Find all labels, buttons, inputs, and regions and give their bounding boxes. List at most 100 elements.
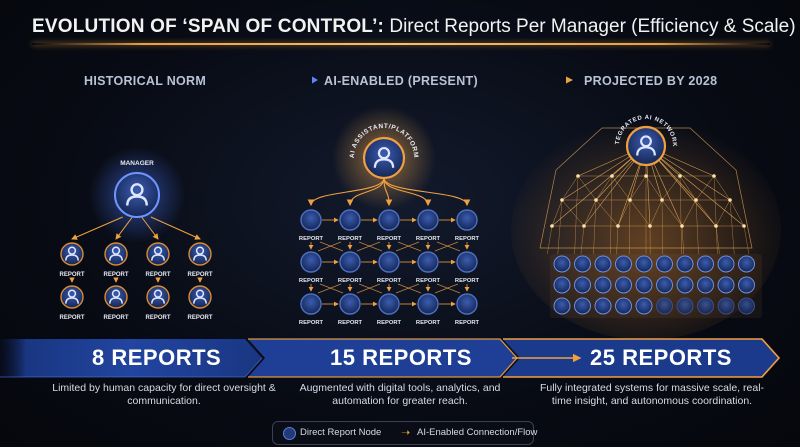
network-line xyxy=(681,225,685,255)
report-node xyxy=(378,251,400,273)
report-node xyxy=(417,251,439,273)
legend: Direct Report Node ➝ AI-Enabled Connecti… xyxy=(272,421,538,445)
report-label: REPORT xyxy=(416,278,441,284)
report-node xyxy=(456,293,478,315)
report-node xyxy=(553,276,571,294)
network-junction xyxy=(582,224,586,228)
report-label: REPORT xyxy=(187,272,212,278)
network-line xyxy=(583,199,597,227)
connector-line xyxy=(434,241,459,252)
report-node xyxy=(717,297,735,315)
title-rest: Direct Reports Per Manager (Efficiency &… xyxy=(384,16,796,37)
report-person-icon xyxy=(193,246,207,261)
report-node xyxy=(574,297,591,315)
network-line xyxy=(617,199,631,227)
connector-line xyxy=(358,241,383,252)
network-line xyxy=(715,199,731,227)
network-line xyxy=(561,199,585,227)
report-node xyxy=(717,276,735,294)
connector-line xyxy=(317,283,342,294)
network-line xyxy=(593,199,597,255)
network-junction xyxy=(594,198,598,202)
page-title: EVOLUTION OF ‘SPAN OF CONTROL’: Direct R… xyxy=(32,16,796,38)
connector-line xyxy=(397,283,422,294)
network-junction xyxy=(644,174,648,178)
connector-line xyxy=(436,283,461,294)
report-node xyxy=(656,255,673,273)
report-node xyxy=(300,293,322,315)
network-line xyxy=(729,199,745,227)
report-node xyxy=(615,276,632,294)
network-line xyxy=(729,199,735,255)
report-label: REPORT xyxy=(377,320,402,326)
band-edge-3 xyxy=(503,338,781,378)
network-line xyxy=(713,175,718,255)
report-label: REPORT xyxy=(338,236,363,242)
stage-3-description: Fully integrated systems for massive sca… xyxy=(539,382,765,407)
network-junction xyxy=(660,198,664,202)
network-line xyxy=(580,225,585,255)
report-node xyxy=(635,255,653,273)
network-junction xyxy=(742,224,746,228)
report-node xyxy=(300,251,322,273)
network-junction xyxy=(550,224,554,228)
report-label: REPORT xyxy=(455,236,480,242)
connector-line xyxy=(395,241,420,252)
report-node xyxy=(378,293,400,315)
network-line xyxy=(629,199,651,227)
report-label: REPORT xyxy=(338,278,363,284)
band-segment-3 xyxy=(503,339,779,377)
network-line xyxy=(679,175,697,201)
network-line xyxy=(551,145,647,227)
connector-arrow-icon xyxy=(150,216,201,240)
connector-arrow-icon xyxy=(383,177,393,207)
report-node xyxy=(656,276,673,294)
connector-line xyxy=(317,241,342,252)
network-line xyxy=(695,199,717,227)
network-line xyxy=(577,175,597,201)
connector-line xyxy=(397,241,422,252)
report-node xyxy=(635,276,653,294)
report-node xyxy=(553,255,571,273)
report-label: REPORT xyxy=(416,320,441,326)
report-node xyxy=(697,276,714,294)
report-label: REPORT xyxy=(377,236,402,242)
network-line xyxy=(661,175,681,201)
direct-report-node-icon xyxy=(283,427,296,440)
report-label: REPORT xyxy=(455,320,480,326)
report-node xyxy=(697,255,714,273)
connector-line xyxy=(356,241,381,252)
network-line xyxy=(561,175,579,201)
report-label: REPORT xyxy=(103,315,128,321)
network-line xyxy=(574,175,579,255)
report-node xyxy=(656,297,673,315)
legend-flow-label: AI-Enabled Connection/Flow xyxy=(417,427,538,438)
stage-2-description: Augmented with digital tools, analytics,… xyxy=(299,382,501,407)
network-line xyxy=(661,199,664,255)
network-junction xyxy=(694,198,698,202)
report-node xyxy=(635,297,653,315)
phase-ai-enabled-label: AI-ENABLED (PRESENT) xyxy=(324,74,478,88)
network-line xyxy=(547,225,553,255)
connector-line xyxy=(436,241,461,252)
report-label: REPORT xyxy=(59,315,84,321)
report-node xyxy=(339,293,361,315)
network-line xyxy=(595,199,619,227)
network-line xyxy=(679,175,682,255)
network-junction xyxy=(648,224,652,228)
report-node xyxy=(738,297,755,315)
report-person-icon xyxy=(109,289,123,304)
connector-line xyxy=(395,283,420,294)
network-line xyxy=(551,199,563,227)
report-node xyxy=(594,276,612,294)
network-junction xyxy=(560,198,564,202)
network-line xyxy=(661,199,683,227)
report-node xyxy=(676,276,694,294)
report-label: REPORT xyxy=(187,315,212,321)
report-person-icon xyxy=(151,289,165,304)
network-line xyxy=(649,199,663,227)
network-frame xyxy=(539,127,753,249)
manager-person-icon xyxy=(126,183,148,206)
network-junction xyxy=(712,174,716,178)
